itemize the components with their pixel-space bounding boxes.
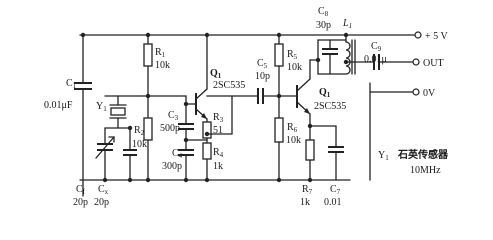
feedback-capacitor <box>123 127 137 181</box>
transistor-q1-first <box>185 34 208 120</box>
y1-ref-legend: Y1 <box>378 150 389 162</box>
r1-value: 10k <box>155 60 170 71</box>
junction-dots <box>80 32 349 183</box>
y1-description: 石英传感器 <box>397 148 449 161</box>
y1-frequency: 10MHz <box>410 165 441 176</box>
capacitor-c3-c4 <box>178 103 194 181</box>
emitter-output-wire <box>206 95 259 135</box>
inductor-l1 <box>345 34 356 75</box>
q1b-value: 2SC535 <box>314 101 346 112</box>
c4-value: 300p <box>162 161 182 172</box>
capacitor-c1 <box>74 34 92 181</box>
supply-label: + 5 V <box>425 31 448 42</box>
r1-ref: R1 <box>155 47 166 59</box>
r3-ref: R3 <box>213 112 224 124</box>
capacitor-c8 <box>322 39 338 75</box>
cf-ref: Cf <box>76 184 86 196</box>
resistor-r7 <box>305 113 315 181</box>
r6-ref: R6 <box>287 122 298 134</box>
circuit-diagram: + 5 V OUT 0V C1 0.01μF Cf Cx 20p 20p Y1 … <box>44 6 449 208</box>
trimmer-capacitor-cx <box>95 127 115 181</box>
c3-ref: C3 <box>168 110 179 122</box>
c1-value: 0.01μF <box>44 100 73 111</box>
c9-value: 0.01μ <box>364 54 387 65</box>
supply-rail <box>79 31 422 39</box>
q1a-value: 2SC535 <box>213 80 245 91</box>
c5-value: 10p <box>255 71 270 82</box>
cx-ref: Cx <box>98 184 109 196</box>
zero-volt-label: 0V <box>423 88 436 99</box>
l1-ref: L1 <box>342 18 352 30</box>
r2-value: 10k <box>132 139 147 150</box>
r7-ref: R7 <box>302 184 313 196</box>
crystal-y1 <box>104 95 141 129</box>
resistor-r4 <box>185 139 212 181</box>
zero-volt-terminal <box>369 82 420 181</box>
capacitor-c7 <box>309 125 344 181</box>
c1-ref: C1 <box>66 78 77 90</box>
c3-value: 500p <box>160 123 180 134</box>
resistor-r5 <box>274 34 284 97</box>
c8-value: 30p <box>316 20 331 31</box>
r5-value: 10k <box>287 62 302 73</box>
r3-value: 51 <box>213 125 223 136</box>
y1-ref: Y1 <box>96 101 107 113</box>
c7-ref: C7 <box>330 184 341 196</box>
out-label: OUT <box>423 58 444 69</box>
r7-value: 1k <box>300 197 310 208</box>
c4-ref: C4 <box>172 148 183 160</box>
oscillator-schematic: + 5 V OUT 0V C1 0.01μF Cf Cx 20p 20p Y1 … <box>44 6 449 208</box>
r6-value: 10k <box>286 135 301 146</box>
r4-value: 1k <box>213 161 223 172</box>
r5-ref: R5 <box>287 49 298 61</box>
r2-ref: R2 <box>134 125 145 137</box>
q1a-ref: Q1 <box>210 68 222 80</box>
c5-ref: C5 <box>257 58 268 70</box>
transistor-q1-second <box>296 59 311 115</box>
c8-ref: C8 <box>318 6 329 18</box>
resistor-r1 <box>143 34 153 97</box>
cx-value: 20p <box>94 197 109 208</box>
cf-value: 20p <box>73 197 88 208</box>
c9-ref: C9 <box>371 41 382 53</box>
q1b-ref: Q1 <box>319 87 331 99</box>
capacitor-c9 <box>345 54 420 70</box>
resistor-r2 <box>143 95 153 181</box>
c7-value: 0.01 <box>324 197 342 208</box>
r4-ref: R4 <box>213 147 224 159</box>
tank-node <box>309 39 347 75</box>
resistor-r6 <box>274 95 284 181</box>
